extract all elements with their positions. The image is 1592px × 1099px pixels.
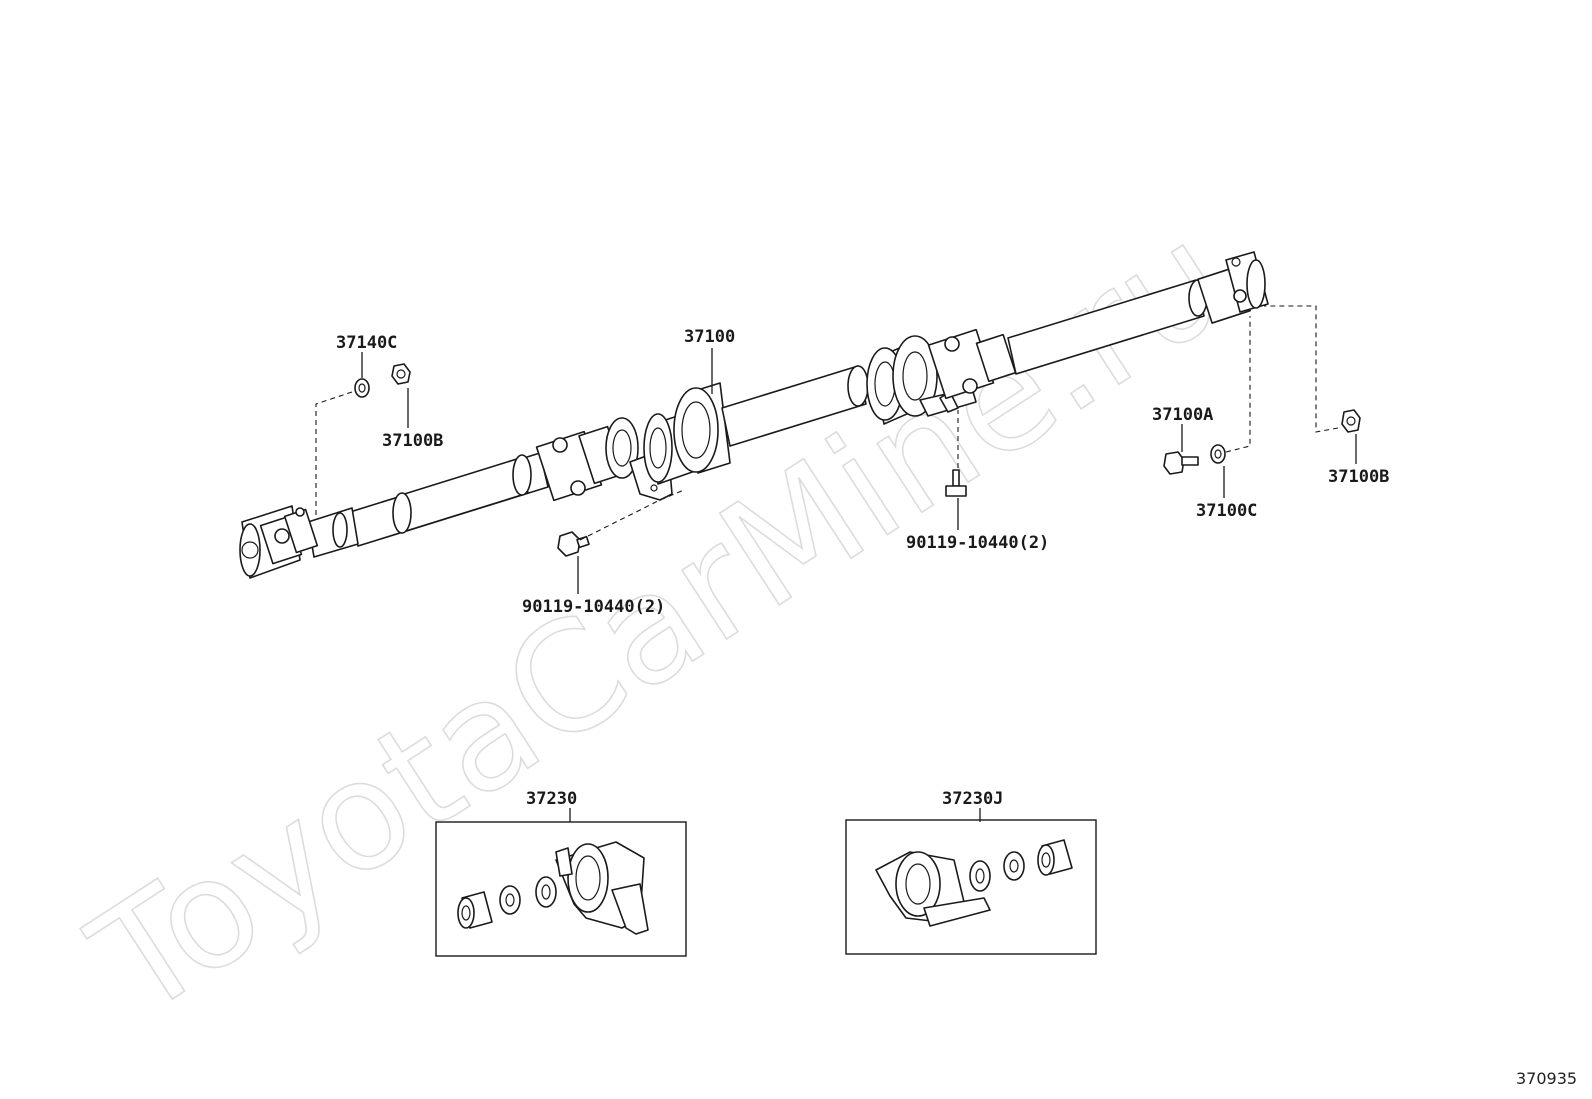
coupling-damper	[643, 382, 731, 485]
dash-left-bolt	[579, 489, 685, 541]
bolt-90119-left	[557, 531, 590, 557]
center-universal-joint-left	[535, 417, 673, 502]
left-flange-yoke	[239, 505, 319, 579]
nut-37100b-left	[391, 363, 411, 385]
dash-left-washer	[315, 391, 353, 518]
label-90119-mid: 90119-10440(2)	[906, 533, 1049, 553]
kit-box-37230j	[845, 819, 1097, 955]
label-37140c: 37140C	[336, 333, 397, 353]
label-90119-left: 90119-10440(2)	[522, 597, 665, 617]
nut-37100b-right	[1341, 409, 1361, 433]
label-37100b-right: 37100B	[1328, 467, 1389, 487]
label-37100b-left: 37100B	[382, 431, 443, 451]
propeller-shaft-37100	[239, 251, 1269, 579]
label-37100a: 37100A	[1152, 405, 1213, 425]
label-37100c: 37100C	[1196, 501, 1257, 521]
dash-right-nut	[1264, 305, 1339, 433]
bolt-90119-mid	[945, 469, 967, 497]
center-universal-joint-right	[927, 328, 1017, 400]
washer-37100c	[1210, 444, 1226, 464]
center-bearing-mounted	[866, 335, 977, 425]
label-37100: 37100	[684, 327, 735, 347]
dash-right-washer	[1225, 316, 1251, 453]
right-flange-yoke	[1197, 251, 1269, 324]
kit-box-37230	[435, 821, 687, 957]
reference-number: 370935	[1516, 1069, 1577, 1088]
label-37230: 37230	[526, 789, 577, 809]
bolt-37100a	[1163, 451, 1199, 475]
washer-37140c	[354, 378, 370, 398]
label-37230j: 37230J	[942, 789, 1003, 809]
